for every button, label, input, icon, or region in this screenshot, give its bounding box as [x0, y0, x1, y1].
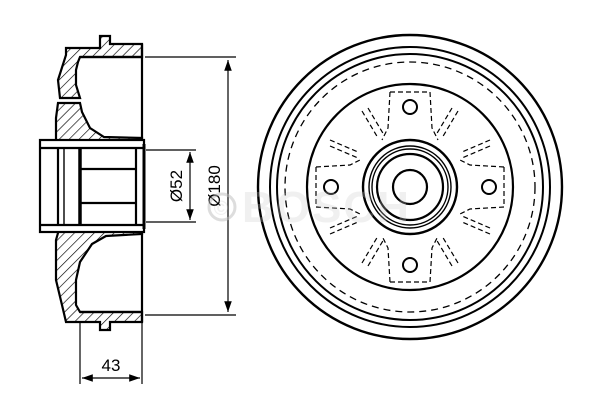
- bosch-watermark: © BOSCH: [207, 183, 411, 232]
- drum-outer-ring: [256, 33, 564, 341]
- bolt-hole-bottom: [402, 257, 418, 273]
- watermark-symbol: ©: [214, 198, 231, 220]
- drum-ring-3: [276, 53, 544, 321]
- drum-hidden-ring: [284, 61, 536, 313]
- dimension-lines: [79, 56, 236, 384]
- watermark-text: BOSCH: [242, 183, 411, 232]
- bolt-hole-left: [323, 179, 339, 195]
- front-view: [256, 33, 564, 341]
- section-view: [38, 34, 146, 332]
- flange-ring: [305, 82, 515, 292]
- bolt-hole-right: [481, 179, 497, 195]
- hub-ring-outer: [361, 138, 459, 236]
- bolt-hole-top: [402, 99, 418, 115]
- hub-body: [38, 138, 146, 234]
- hub-diameter-label: Ø52: [167, 170, 186, 202]
- upper-drum-section: [56, 34, 144, 100]
- lower-web-section: [54, 224, 144, 332]
- center-bore: [391, 168, 429, 206]
- outer-diameter-label: Ø180: [205, 165, 224, 207]
- drum-ring-2: [269, 46, 551, 328]
- width-label: 43: [102, 356, 121, 375]
